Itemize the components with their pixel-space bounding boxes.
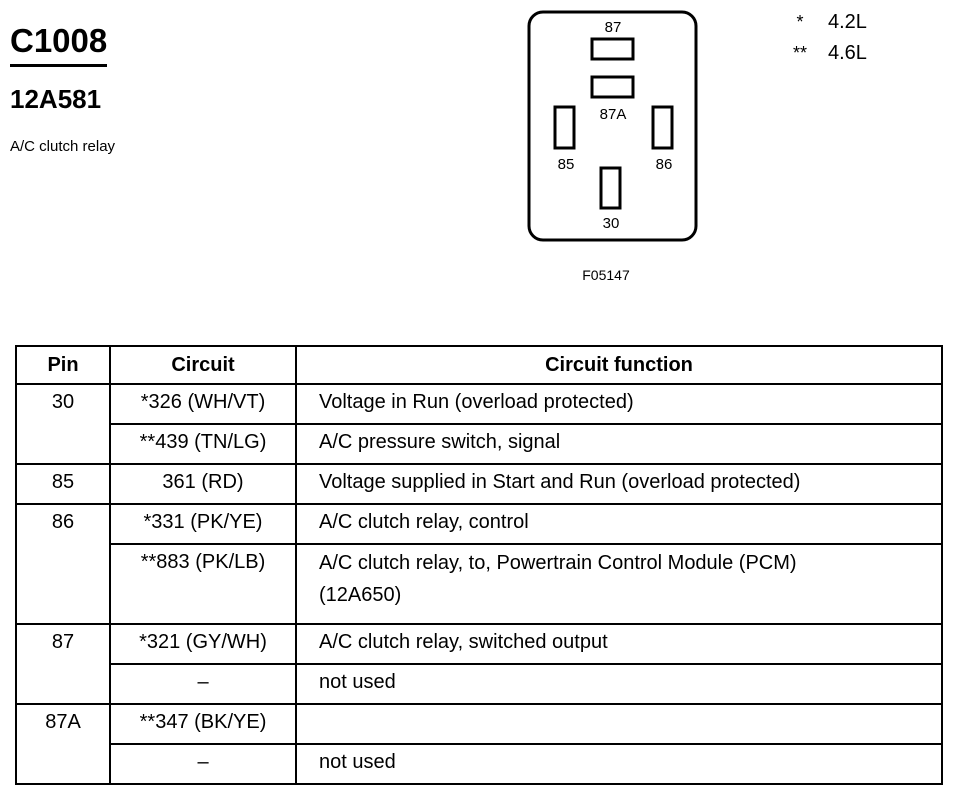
table-row: **439 (TN/LG) A/C pressure switch, signa… xyxy=(16,423,943,465)
circuit-cell: *331 (PK/YE) xyxy=(109,503,297,545)
table-row: 87 *321 (GY/WH) A/C clutch relay, switch… xyxy=(15,623,943,705)
pin-label-85: 85 xyxy=(558,156,575,173)
pin-terminal-87 xyxy=(590,37,635,61)
circuit-cell: – xyxy=(109,743,297,785)
header-circuit-function: Circuit function xyxy=(295,345,943,385)
function-cell: A/C clutch relay, control xyxy=(295,503,943,545)
pin-terminal-87a xyxy=(590,75,635,99)
pin-cell: 30 xyxy=(15,383,111,465)
function-cell xyxy=(295,703,943,745)
function-cell: not used xyxy=(295,663,943,705)
function-cell: A/C clutch relay, to, Powertrain Control… xyxy=(295,543,943,625)
pin-label-87: 87 xyxy=(605,19,622,36)
pin-cell: 87 xyxy=(15,623,111,705)
relay-connector-diagram: 87 87A 85 86 30 F05147 xyxy=(527,10,698,283)
legend-row: ** 4.6L xyxy=(780,38,867,69)
circuit-cell: **439 (TN/LG) xyxy=(109,423,297,465)
function-cell: A/C pressure switch, signal xyxy=(295,423,943,465)
table-row: **883 (PK/LB) A/C clutch relay, to, Powe… xyxy=(16,543,943,625)
function-text-line1: A/C clutch relay, to, Powertrain Control… xyxy=(319,552,797,574)
legend-value: 4.2L xyxy=(828,11,867,33)
figure-id: F05147 xyxy=(582,267,630,283)
pin-label-30: 30 xyxy=(603,215,620,232)
circuit-cell: *321 (GY/WH) xyxy=(109,623,297,665)
circuit-cell: 361 (RD) xyxy=(109,463,297,505)
function-cell: not used xyxy=(295,743,943,785)
legend-mark: * xyxy=(796,12,804,32)
legend-row: * 4.2L xyxy=(780,7,867,38)
pin-circuit-table: Pin Circuit Circuit function 30 *326 (WH… xyxy=(15,345,943,785)
pin-cell: 85 xyxy=(15,463,111,505)
function-cell: A/C clutch relay, switched output xyxy=(295,623,943,665)
circuit-cell: **883 (PK/LB) xyxy=(109,543,297,625)
header-circuit: Circuit xyxy=(109,345,297,385)
table-row: – not used xyxy=(16,663,943,705)
connector-housing xyxy=(527,10,698,242)
function-cell: Voltage in Run (overload protected) xyxy=(295,383,943,425)
part-number: 12A581 xyxy=(10,84,102,114)
circuit-cell: – xyxy=(109,663,297,705)
table-row: 30 *326 (WH/VT) Voltage in Run (overload… xyxy=(15,383,943,465)
table-row: 86 *331 (PK/YE) A/C clutch relay, contro… xyxy=(15,503,943,625)
table-header-row: Pin Circuit Circuit function xyxy=(15,345,943,385)
connector-description: A/C clutch relay xyxy=(10,138,116,155)
table-row: 87A **347 (BK/YE) xyxy=(15,703,943,785)
pin-terminal-85 xyxy=(553,105,576,150)
legend-mark: ** xyxy=(792,43,807,63)
legend-value: 4.6L xyxy=(828,42,867,64)
connector-id: C1008 xyxy=(10,24,108,67)
pin-cell: 87A xyxy=(15,703,111,785)
pin-label-87a: 87A xyxy=(600,106,627,123)
pin-label-86: 86 xyxy=(656,156,673,173)
pin-terminal-30 xyxy=(599,166,622,210)
pin-terminal-86 xyxy=(651,105,674,150)
function-cell: Voltage supplied in Start and Run (overl… xyxy=(295,463,943,505)
function-text-line2: (12A650) xyxy=(319,584,402,606)
table-row: 85 361 (RD) Voltage supplied in Start an… xyxy=(15,463,943,505)
table-row: – not used xyxy=(16,743,943,785)
engine-legend: * 4.2L ** 4.6L xyxy=(780,7,867,69)
header-pin: Pin xyxy=(15,345,111,385)
pin-cell: 86 xyxy=(15,503,111,625)
circuit-cell: **347 (BK/YE) xyxy=(109,703,297,745)
circuit-cell: *326 (WH/VT) xyxy=(109,383,297,425)
